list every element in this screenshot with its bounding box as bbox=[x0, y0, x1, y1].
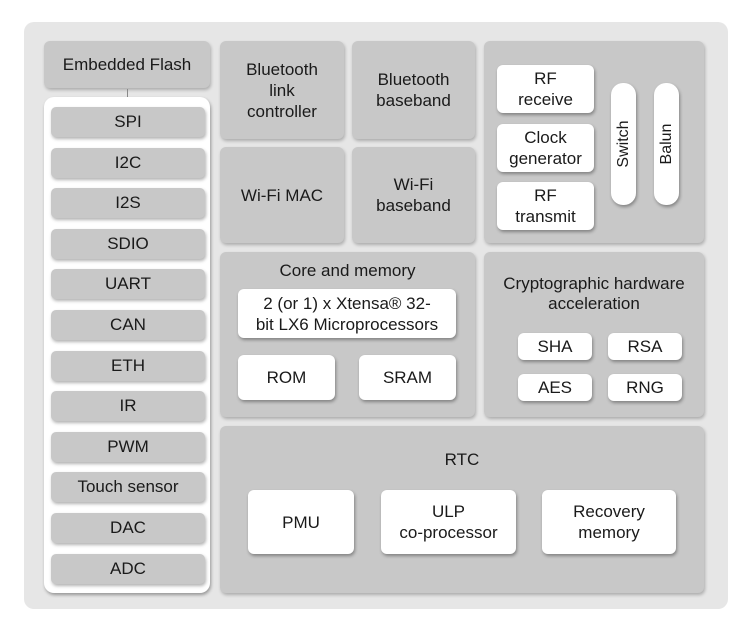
aes-label: AES bbox=[537, 378, 573, 397]
peripheral-item: IR bbox=[51, 391, 205, 422]
rsa-label: RSA bbox=[627, 337, 663, 356]
peripheral-item: ETH bbox=[51, 350, 205, 381]
rng-label: RNG bbox=[626, 378, 664, 397]
peripheral-item: PWM bbox=[51, 431, 205, 462]
ulp-line1: ULP bbox=[431, 502, 466, 521]
crypto-title-line2: acceleration bbox=[548, 294, 640, 313]
sram-label: SRAM bbox=[382, 368, 433, 387]
rsa-box: RSA bbox=[608, 333, 682, 360]
embedded-flash-block: Embedded Flash bbox=[44, 41, 210, 88]
clock-generator-box: Clock generator bbox=[497, 124, 594, 172]
rng-box: RNG bbox=[608, 374, 682, 401]
rf-transmit-line1: RF bbox=[534, 186, 557, 205]
rom-label: ROM bbox=[266, 368, 307, 387]
aes-box: AES bbox=[518, 374, 592, 401]
peripheral-item: ADC bbox=[51, 553, 205, 584]
peripherals-panel bbox=[44, 97, 210, 593]
rtc-title: RTC bbox=[444, 450, 480, 469]
bt-baseband-line2: baseband bbox=[376, 91, 451, 110]
ulp-coprocessor-box: ULP co-processor bbox=[381, 490, 516, 554]
rf-transmit-box: RF transmit bbox=[497, 182, 594, 230]
balun-label: Balun bbox=[657, 123, 675, 165]
peripheral-item: UART bbox=[51, 269, 205, 300]
recovery-memory-box: Recovery memory bbox=[542, 490, 676, 554]
wifi-mac-label: Wi-Fi MAC bbox=[240, 185, 324, 205]
peripheral-item: SDIO bbox=[51, 228, 205, 259]
rf-receive-box: RF receive bbox=[497, 65, 594, 113]
clock-line1: Clock bbox=[524, 128, 567, 147]
sha-box: SHA bbox=[518, 333, 592, 360]
bt-link-line3: controller bbox=[247, 101, 317, 121]
peripheral-item: DAC bbox=[51, 513, 205, 543]
processor-box: 2 (or 1) x Xtensa® 32- bit LX6 Microproc… bbox=[238, 289, 456, 338]
wifi-mac-block: Wi-Fi MAC bbox=[220, 147, 344, 243]
recovery-line1: Recovery bbox=[573, 502, 645, 521]
peripheral-item: CAN bbox=[51, 310, 205, 340]
balun-box: Balun bbox=[654, 83, 679, 205]
rf-receive-line2: receive bbox=[518, 90, 573, 109]
rf-receive-line1: RF bbox=[534, 69, 557, 88]
bluetooth-link-controller-block: Bluetooth link controller bbox=[220, 41, 344, 139]
bt-link-line1: Bluetooth bbox=[246, 59, 318, 79]
embedded-flash-label: Embedded Flash bbox=[62, 55, 192, 74]
peripheral-item: I2C bbox=[51, 147, 205, 178]
rom-box: ROM bbox=[238, 355, 335, 400]
sha-label: SHA bbox=[537, 337, 573, 356]
core-memory-title: Core and memory bbox=[279, 261, 416, 280]
switch-box: Switch bbox=[611, 83, 636, 205]
peripheral-item: I2S bbox=[51, 188, 205, 219]
bt-link-line2: link bbox=[269, 80, 295, 100]
peripheral-item: SPI bbox=[51, 107, 205, 137]
crypto-title: Cryptographic hardware acceleration bbox=[484, 274, 704, 314]
peripheral-item: Touch sensor bbox=[51, 472, 205, 503]
processor-line2: bit LX6 Microprocessors bbox=[255, 314, 439, 334]
rf-transmit-line2: transmit bbox=[515, 207, 576, 226]
bt-baseband-line1: Bluetooth bbox=[377, 70, 450, 89]
flash-connector bbox=[127, 89, 128, 103]
switch-label: Switch bbox=[614, 120, 632, 168]
sram-box: SRAM bbox=[359, 355, 456, 400]
wifi-baseband-line1: Wi-Fi bbox=[393, 175, 434, 194]
bluetooth-baseband-block: Bluetooth baseband bbox=[352, 41, 475, 139]
clock-line2: generator bbox=[509, 149, 582, 168]
crypto-title-line1: Cryptographic hardware bbox=[503, 274, 685, 293]
wifi-baseband-line2: baseband bbox=[376, 196, 451, 215]
processor-line1: 2 (or 1) x Xtensa® 32- bbox=[263, 293, 431, 313]
ulp-line2: co-processor bbox=[399, 523, 498, 542]
pmu-box: PMU bbox=[248, 490, 354, 554]
pmu-label: PMU bbox=[282, 512, 320, 532]
wifi-baseband-block: Wi-Fi baseband bbox=[352, 147, 475, 243]
recovery-line2: memory bbox=[578, 523, 640, 542]
